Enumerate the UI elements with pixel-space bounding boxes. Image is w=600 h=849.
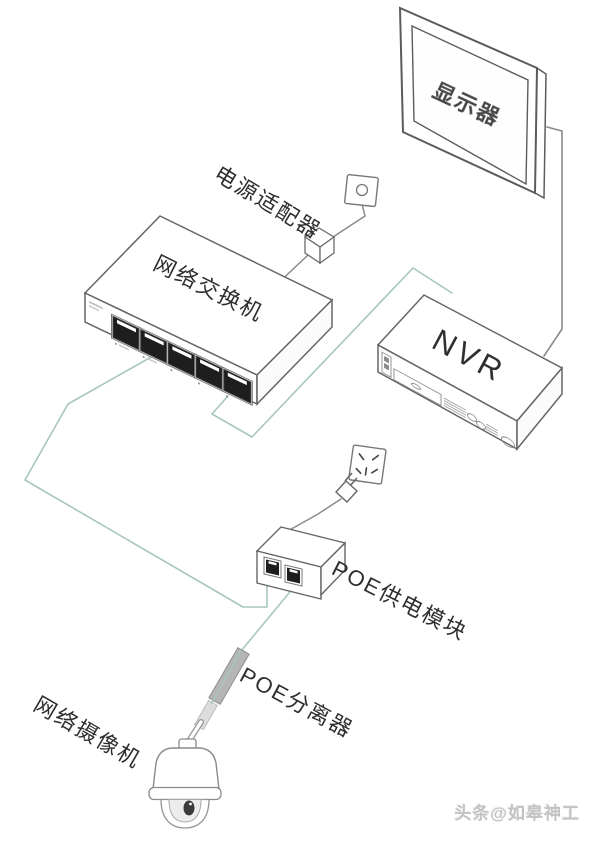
nvr-vent-grille-2: [486, 423, 498, 437]
ip-camera: [148, 738, 222, 829]
camera-lens-highlight: [189, 802, 192, 806]
poe-injector-port-1: [263, 556, 282, 579]
switch-port-4: [194, 353, 226, 393]
camera-lens: [183, 800, 195, 816]
nvr: NVR: [376, 294, 564, 452]
switch-right-face: [256, 298, 333, 406]
wall-outlet: [348, 444, 387, 485]
camera-label: 网络摄像机: [30, 692, 146, 774]
camera-bell-housing: [152, 747, 220, 790]
adapter-outlet-hole: [355, 183, 369, 197]
switch-port-5: [221, 366, 253, 407]
nvr-vent-grille-1: [444, 397, 466, 419]
nvr-button-1: [467, 413, 477, 422]
poe-injector-port-2: [284, 564, 303, 587]
nvr-button-2: [476, 420, 486, 430]
switch-port-3: [166, 339, 198, 380]
adapter-wall-outlet: [344, 174, 379, 208]
splitter-camera-cord: [187, 720, 203, 743]
poe-injector: [255, 526, 347, 600]
cable-switch-to-poe-injector: [24, 351, 268, 608]
power-adapter: [303, 227, 336, 265]
power-plug: [335, 472, 358, 503]
switch-print-text: [89, 300, 103, 310]
power-adapter-label: 电源适配器: [210, 161, 326, 244]
nvr-dvd-tray: [393, 368, 442, 407]
switch-print-text2: [89, 304, 99, 312]
poe-injector-label: POE供电模块: [328, 556, 472, 646]
cable-switch-to-nvr: [211, 267, 453, 438]
monitor-screen: [411, 24, 529, 186]
cable-outlet-to-adapter: [332, 203, 366, 238]
cable-monitor-to-nvr: [543, 126, 563, 357]
nvr-power-switch: [381, 351, 392, 378]
watermark-text: 头条@如皋神工: [454, 804, 580, 823]
nvr-right-face: [516, 365, 563, 452]
poe-injector-right-face: [320, 541, 346, 597]
poe-splitter: [186, 646, 250, 744]
nvr-usb-oval: [501, 436, 515, 449]
monitor: 显示器: [398, 6, 547, 200]
network-switch: 网络交换机: [83, 215, 334, 407]
poe-splitter-label: POE分离器: [236, 662, 358, 743]
camera-skirt-ring: [148, 786, 222, 801]
